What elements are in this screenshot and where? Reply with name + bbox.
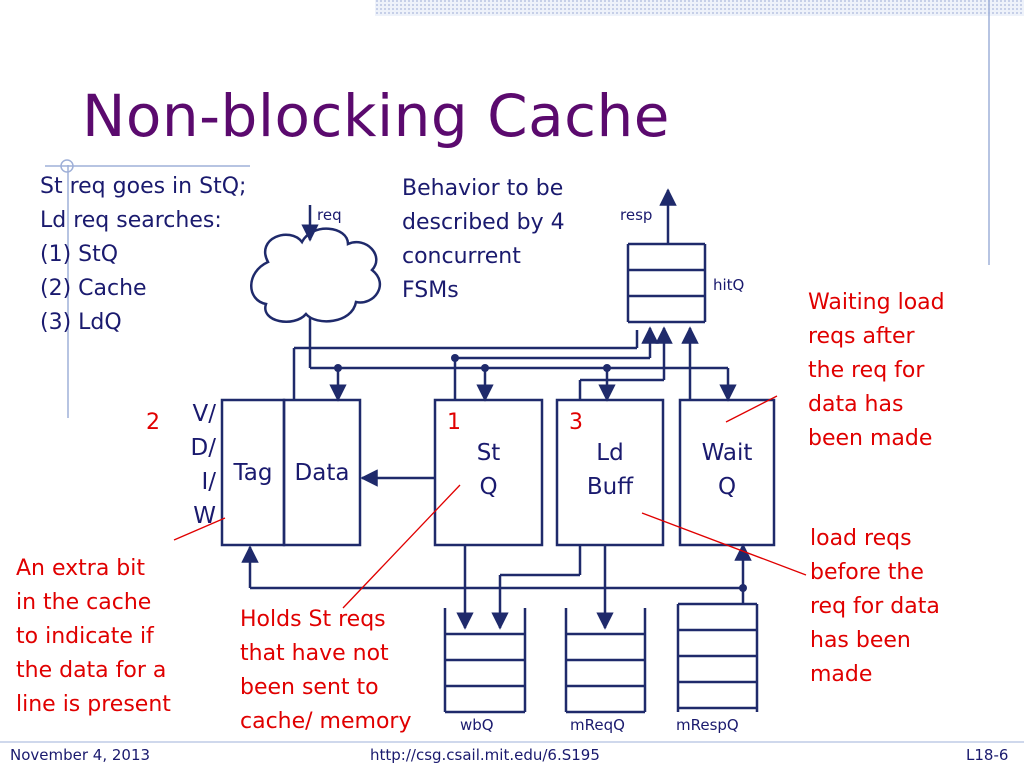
behavior-line: FSMs (402, 278, 459, 303)
annotation-line: that have not (240, 641, 389, 666)
annotation-line: before the (810, 560, 924, 585)
annotation-line: been made (808, 426, 933, 451)
annotation-line: the data for a (16, 658, 167, 683)
fsm-number-ldbuff: 3 (569, 410, 583, 435)
fsm-number-stq: 1 (447, 410, 461, 435)
tag-label: Tag (233, 460, 273, 486)
annotation-line: the req for (808, 358, 925, 383)
intro-line: (3) LdQ (40, 310, 122, 335)
intro-line: St req goes in StQ; (40, 174, 247, 199)
annotation-line: An extra bit (16, 556, 146, 581)
annotation-line: line is present (16, 692, 171, 717)
req-label: req (317, 206, 342, 224)
intro-line: (1) StQ (40, 242, 119, 267)
ldbuff-box: Ld Buff (557, 436, 663, 504)
waitq-line: Wait (701, 440, 753, 466)
mreqq-label: mReqQ (570, 716, 625, 734)
data-label: Data (294, 460, 350, 486)
stq-line: St (476, 440, 501, 466)
annotation-line: load reqs (810, 526, 912, 551)
behavior-line: Behavior to be (402, 176, 564, 201)
mrespq-label: mRespQ (676, 716, 739, 734)
annotation-extra-bit: An extra bit in the cache to indicate if… (16, 552, 171, 722)
resp-label: resp (620, 206, 653, 224)
fsm-number-cache: 2 (146, 410, 160, 435)
annotation-line: has been (810, 628, 911, 653)
behavior-line: concurrent (402, 244, 521, 269)
behavior-text: Behavior to be described by 4 concurrent… (402, 172, 565, 308)
intro-text: St req goes in StQ; Ld req searches: (1)… (40, 170, 246, 340)
waitq-box: Wait Q (680, 436, 774, 504)
vdiw-line: W (193, 503, 216, 529)
stq-box: St Q (435, 436, 542, 504)
hitq-label: hitQ (713, 276, 745, 294)
waitq-line: Q (717, 474, 737, 500)
slide-title: Non-blocking Cache (82, 82, 670, 150)
footer-url: http://csg.csail.mit.edu/6.S195 (370, 746, 600, 764)
request-cloud (250, 227, 382, 323)
annotation-line: data has (808, 392, 904, 417)
vdiw-line: V/ (192, 401, 216, 427)
annotation-line: Waiting load (808, 290, 945, 315)
wbq-label: wbQ (460, 716, 494, 734)
behavior-line: described by 4 (402, 210, 565, 235)
vdiw-line: D/ (190, 435, 216, 461)
annotation-line: to indicate if (16, 624, 154, 649)
intro-line: Ld req searches: (40, 208, 222, 233)
annotation-line: made (810, 662, 873, 687)
top-band (375, 0, 1024, 16)
vdiw-bits: V/ D/ I/ W (172, 397, 220, 533)
annotation-holds: Holds St reqs that have not been sent to… (240, 603, 411, 739)
stq-line: Q (479, 474, 498, 500)
annotation-load-reqs: load reqs before the req for data has be… (810, 522, 940, 692)
annotation-waiting: Waiting load reqs after the req for data… (808, 286, 945, 456)
annotation-line: req for data (810, 594, 940, 619)
intro-line: (2) Cache (40, 276, 147, 301)
footer-date: November 4, 2013 (10, 746, 151, 764)
ldbuff-line: Buff (586, 474, 634, 500)
annotation-line: in the cache (16, 590, 152, 615)
annotation-line: cache/ memory (240, 709, 412, 734)
footer-page-number: L18-6 (966, 746, 1009, 764)
vdiw-line: I/ (201, 469, 216, 495)
ldbuff-line: Ld (596, 440, 624, 466)
annotation-line: Holds St reqs (240, 607, 386, 632)
annotation-line: been sent to (240, 675, 379, 700)
annotation-line: reqs after (808, 324, 915, 349)
